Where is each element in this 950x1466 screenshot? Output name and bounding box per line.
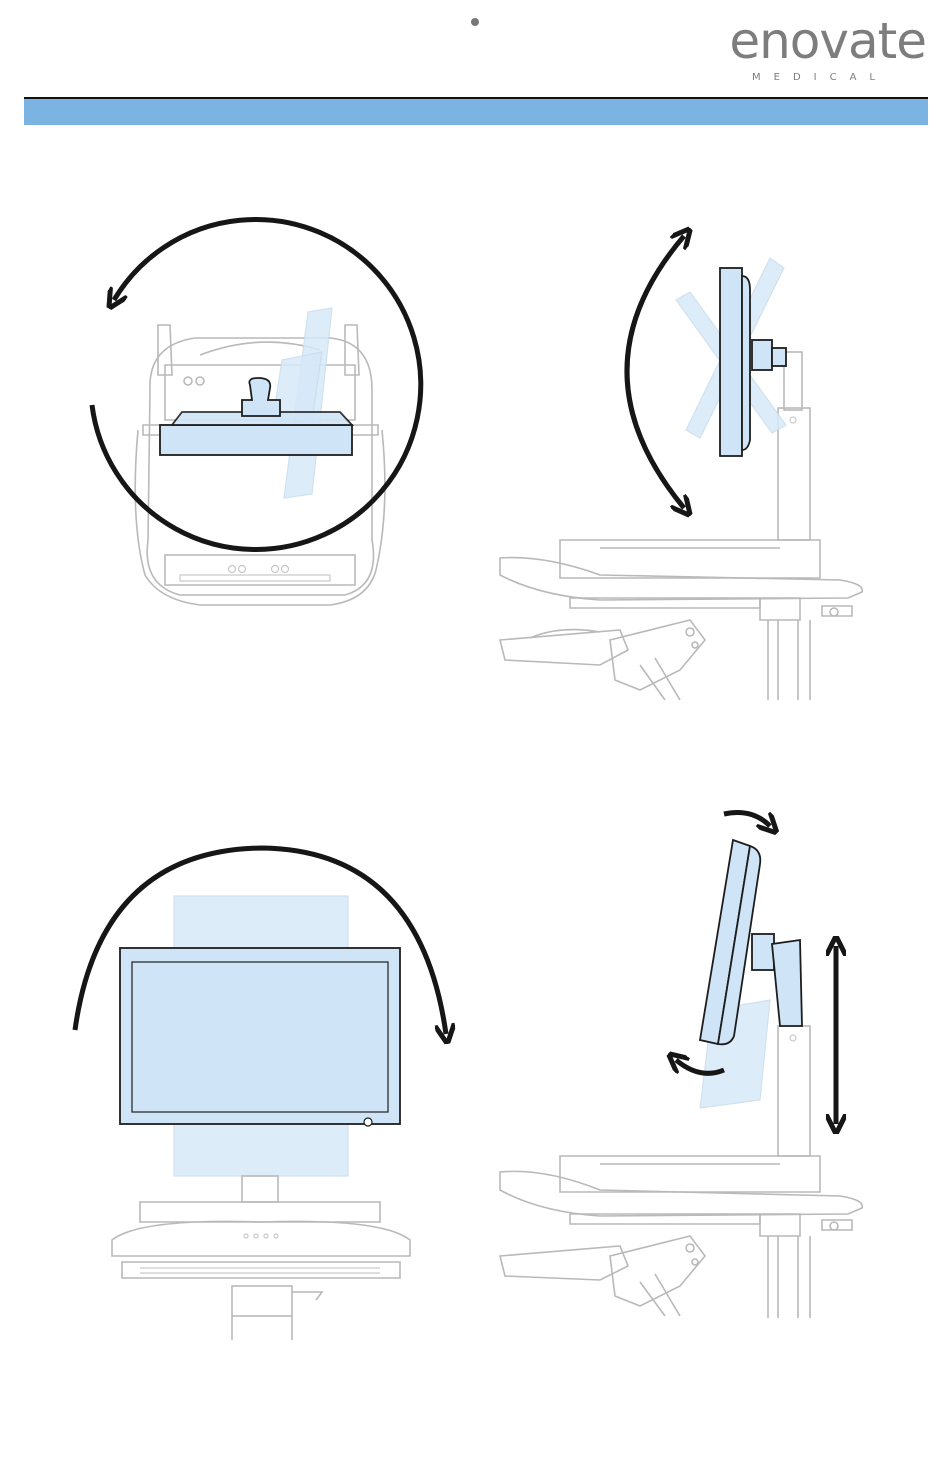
figure-front-portrait-landscape — [75, 848, 446, 1340]
cart-keyboard-tray — [500, 630, 628, 665]
figure-side-tilt — [500, 236, 862, 700]
monitor-mount-knob — [242, 378, 280, 416]
tilt-arc-arrow-icon — [627, 236, 684, 508]
cart-column — [778, 408, 810, 540]
cart-front-body — [147, 338, 373, 595]
cart-keyboard-controls — [180, 566, 330, 582]
cart-column-side — [778, 1026, 810, 1156]
cart-worksurface — [500, 558, 862, 600]
cart-keyboard-tray-side — [500, 1246, 628, 1280]
cart-keyboard-keys — [140, 1234, 380, 1273]
cart-worksurface-side — [500, 1171, 862, 1216]
monitor-top-edge — [160, 425, 352, 455]
figure-side-height-tilt — [500, 813, 862, 1319]
tilt-back-arrow-icon — [724, 813, 770, 827]
figure-front-rotation — [92, 219, 421, 605]
monitor-side — [720, 268, 742, 456]
monitor-landscape — [120, 948, 400, 1124]
cart-worksurface-front — [112, 1221, 410, 1256]
